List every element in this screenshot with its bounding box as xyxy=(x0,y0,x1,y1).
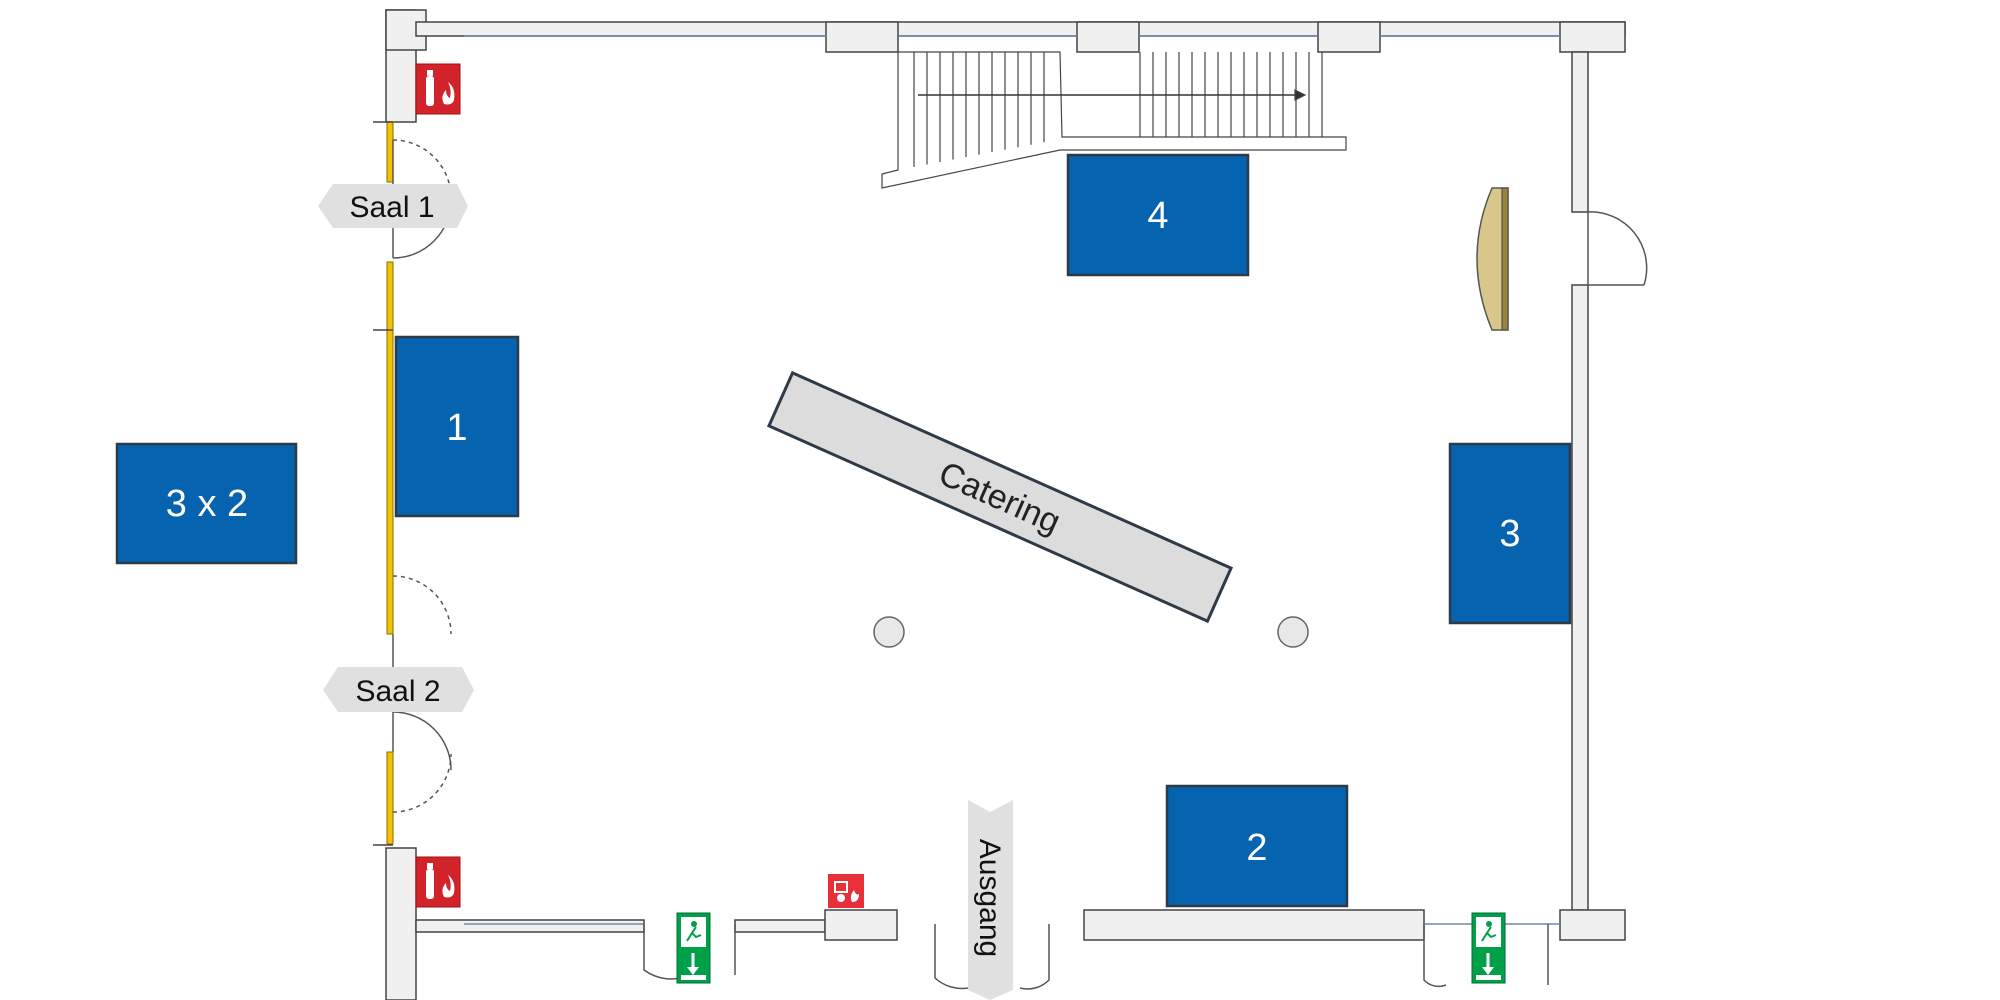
column-icon xyxy=(1277,616,1309,648)
emergency-exit-icon xyxy=(1471,912,1506,984)
walls xyxy=(385,9,1626,1000)
bottom-wall-1 xyxy=(415,919,645,933)
fire-extinguisher-icon xyxy=(415,856,461,908)
reception-desk xyxy=(1476,187,1509,331)
top-wall xyxy=(415,21,1626,37)
bottom-pillar-1 xyxy=(824,909,898,941)
stand-3x2[interactable]: 3 x 2 xyxy=(115,442,298,565)
stand-1-label: 1 xyxy=(446,407,467,449)
bottom-right-corner xyxy=(1559,909,1626,941)
right-wall-upper xyxy=(1571,51,1589,213)
glass-partition xyxy=(386,121,394,845)
stand-2-label: 2 xyxy=(1246,827,1267,869)
top-right-corner xyxy=(1559,21,1626,53)
bottom-wall-bench xyxy=(1083,909,1425,941)
emergency-exit-icon xyxy=(676,912,711,984)
fire-alarm-icon xyxy=(828,874,864,908)
stand-4[interactable]: 4 xyxy=(1066,153,1250,277)
top-pillar-3 xyxy=(1317,21,1381,53)
staircase-icon xyxy=(881,51,1347,189)
saal2-label: Saal 2 xyxy=(355,675,440,708)
catering-counter[interactable]: Catering xyxy=(766,370,1234,624)
top-pillar-1 xyxy=(825,21,899,53)
stand-3x2-label: 3 x 2 xyxy=(166,483,248,525)
right-wall-lower xyxy=(1571,284,1589,911)
fire-extinguisher-icon xyxy=(415,63,461,115)
top-glazing xyxy=(464,35,1560,925)
bottom-wall-2 xyxy=(734,919,826,933)
top-pillar-2 xyxy=(1076,21,1140,53)
stand-3[interactable]: 3 xyxy=(1448,442,1572,625)
column-icon xyxy=(873,616,905,648)
left-wall-lower xyxy=(385,847,417,1000)
ausgang-sign[interactable]: Ausgang xyxy=(968,800,1013,1000)
right-door xyxy=(1587,211,1648,286)
ausgang-label: Ausgang xyxy=(973,839,1006,957)
saal2-sign[interactable]: Saal 2 xyxy=(323,667,474,712)
columns xyxy=(873,616,1309,648)
stand-4-label: 4 xyxy=(1147,195,1168,237)
saal1-label: Saal 1 xyxy=(349,191,434,224)
stand-2[interactable]: 2 xyxy=(1165,784,1349,908)
stand-1[interactable]: 1 xyxy=(394,335,520,518)
saal1-sign[interactable]: Saal 1 xyxy=(318,184,468,228)
stand-3-label: 3 xyxy=(1499,513,1520,555)
